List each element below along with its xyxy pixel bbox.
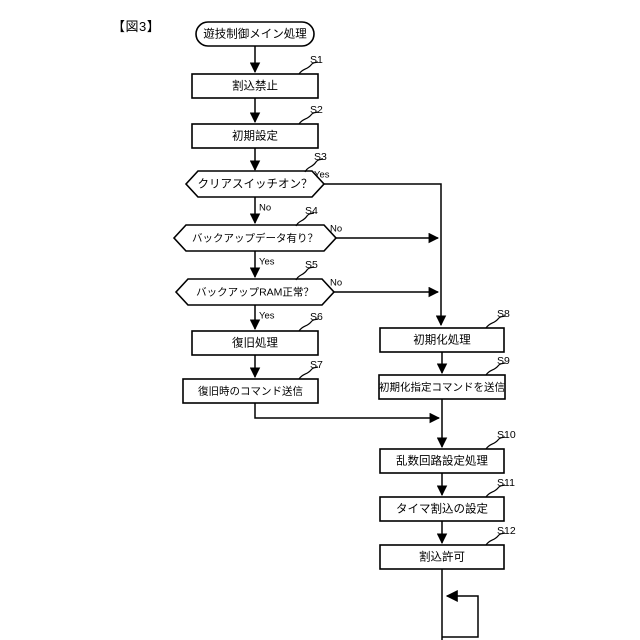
leader-s7 [298, 366, 319, 380]
step-label-s1: S1 [310, 54, 323, 66]
node-s11-label: タイマ割込の設定 [396, 502, 488, 516]
node-s7-label: 復旧時のコマンド送信 [198, 385, 303, 398]
node-start: 遊技制御メイン処理 [195, 21, 315, 47]
branch-label-s4-yes: Yes [259, 257, 275, 268]
node-s9: 初期化指定コマンドを送信 [378, 374, 506, 400]
step-label-s9: S9 [497, 355, 510, 367]
step-label-s7: S7 [310, 359, 323, 371]
step-label-s3: S3 [314, 151, 327, 163]
leader-s11 [485, 484, 506, 498]
leader-s12 [485, 532, 506, 546]
node-s10: 乱数回路設定処理 [379, 448, 505, 474]
node-s4-label: バックアップデータ有り？ [192, 232, 318, 245]
branch-label-s5-no: No [330, 278, 342, 289]
leader-s4 [295, 212, 315, 227]
step-label-s10: S10 [497, 429, 516, 441]
figure-number: 【図3】 [112, 19, 161, 34]
edge-loop-back [442, 590, 479, 638]
edge-s3-yes-to-s8 [324, 183, 447, 327]
node-s12-label: 割込許可 [419, 550, 465, 564]
step-label-s6: S6 [310, 311, 323, 323]
step-label-s8: S8 [497, 308, 510, 320]
node-s2: 初期設定 [191, 123, 319, 149]
leader-s10 [485, 436, 506, 450]
edge-s7-to-s10 [254, 403, 441, 424]
node-s9-label: 初期化指定コマンドを送信 [379, 381, 505, 394]
step-label-s11: S11 [497, 477, 515, 489]
branch-label-s4-no: No [330, 224, 342, 235]
node-s12: 割込許可 [379, 544, 505, 570]
branch-label-s3-yes: Yes [314, 170, 330, 181]
leader-s1 [298, 61, 319, 75]
node-s6: 復旧処理 [191, 330, 319, 356]
branch-label-s3-no: No [259, 203, 271, 214]
step-label-s5: S5 [305, 259, 318, 271]
step-label-s4: S4 [305, 205, 318, 217]
node-s5: バックアップRAM正常？ [174, 278, 336, 306]
node-s1: 割込禁止 [191, 73, 319, 99]
node-s8: 初期化処理 [379, 327, 505, 353]
node-s3: クリアスイッチオン？ [184, 170, 326, 198]
leader-s9 [485, 362, 506, 376]
leader-s3 [304, 158, 324, 173]
node-s3-label: クリアスイッチオン？ [198, 178, 313, 191]
node-s6-label: 復旧処理 [232, 336, 278, 350]
step-label-s12: S12 [497, 525, 516, 537]
branch-label-s5-yes: Yes [259, 311, 275, 322]
leader-s6 [298, 318, 319, 332]
node-s8-label: 初期化処理 [413, 333, 471, 347]
node-s1-label: 割込禁止 [232, 79, 278, 93]
node-start-label: 遊技制御メイン処理 [203, 27, 307, 41]
node-s5-label: バックアップRAM正常？ [196, 286, 314, 299]
node-s7: 復旧時のコマンド送信 [182, 378, 319, 404]
leader-s5 [295, 266, 315, 281]
leader-s8 [485, 315, 506, 329]
node-s2-label: 初期設定 [232, 129, 278, 143]
node-s11: タイマ割込の設定 [379, 496, 505, 522]
leader-s2 [298, 111, 319, 125]
node-s10-label: 乱数回路設定処理 [396, 454, 488, 468]
step-label-s2: S2 [310, 104, 323, 116]
node-s4: バックアップデータ有り？ [172, 224, 338, 252]
